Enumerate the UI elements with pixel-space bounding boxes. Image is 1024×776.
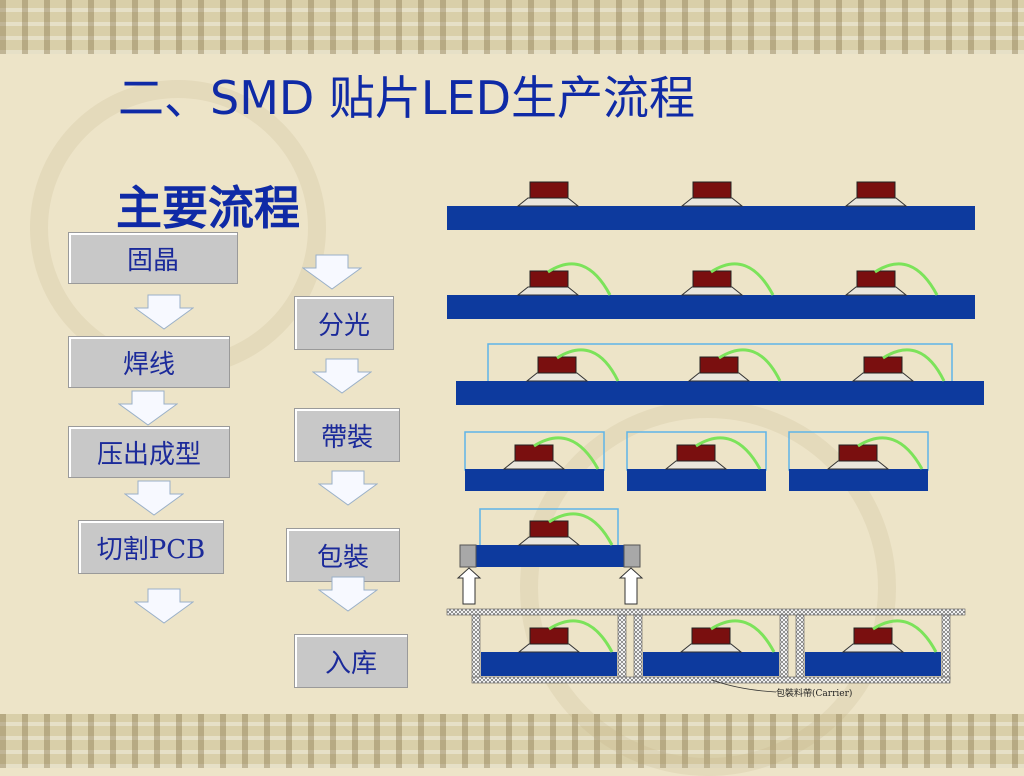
led-chip [517, 627, 581, 653]
subtitle: 主要流程 [116, 181, 300, 235]
carrier-tape-label: 包裝料帶(Carrier) [776, 689, 853, 699]
step-die-bonding: 固晶 [68, 232, 238, 284]
led-chip [517, 520, 581, 546]
down-arrow-icon [134, 294, 194, 330]
stage-sort [456, 508, 644, 605]
bond-wire [857, 436, 924, 470]
step-wire-bonding: 焊线 [68, 336, 230, 388]
bond-wire [556, 348, 620, 382]
bond-wire [548, 619, 614, 653]
bond-wire [695, 436, 762, 470]
led-chip [664, 444, 728, 470]
led-chip [841, 627, 905, 653]
led-chip [826, 444, 890, 470]
bond-wire [548, 512, 614, 546]
bond-wire [533, 436, 600, 470]
bottom-decorative-border [0, 714, 1024, 768]
led-chip [679, 627, 743, 653]
led-chip [680, 181, 744, 207]
leader-line [711, 679, 777, 693]
led-chip [516, 181, 580, 207]
led-chip [525, 356, 589, 382]
bond-wire [547, 262, 612, 296]
bond-wire [718, 348, 782, 382]
stage-carrier-tape [446, 608, 966, 693]
up-arrow-icon [618, 567, 644, 605]
top-decorative-border [0, 0, 1024, 54]
led-chip [844, 270, 908, 296]
down-arrow-icon [118, 390, 178, 426]
led-chip [851, 356, 915, 382]
bond-wire [874, 262, 939, 296]
led-chip [844, 181, 908, 207]
stage-cut [464, 431, 929, 491]
led-chip [502, 444, 566, 470]
stage-molding [456, 343, 984, 405]
stage-wire-bond [447, 262, 975, 319]
slide-title: 二、SMD 贴片LED生产流程 [118, 71, 696, 125]
down-arrow-icon [318, 470, 378, 506]
led-chip [680, 270, 744, 296]
led-chip [516, 270, 580, 296]
step-pcb-cutting: 切割PCB [78, 520, 224, 574]
down-arrow-icon [318, 576, 378, 612]
step-warehousing: 入库 [294, 634, 408, 688]
step-molding: 压出成型 [68, 426, 230, 478]
down-arrow-icon [124, 480, 184, 516]
bond-wire [710, 262, 775, 296]
stage-die-bond [447, 181, 975, 230]
down-arrow-icon [312, 358, 372, 394]
bond-wire [882, 348, 946, 382]
down-arrow-icon [302, 254, 362, 290]
bond-wire [710, 619, 776, 653]
up-arrow-icon [456, 567, 482, 605]
led-chip [687, 356, 751, 382]
step-sorting: 分光 [294, 296, 394, 350]
bond-wire [872, 619, 938, 653]
step-taping: 帶裝 [294, 408, 400, 462]
down-arrow-icon [134, 588, 194, 624]
